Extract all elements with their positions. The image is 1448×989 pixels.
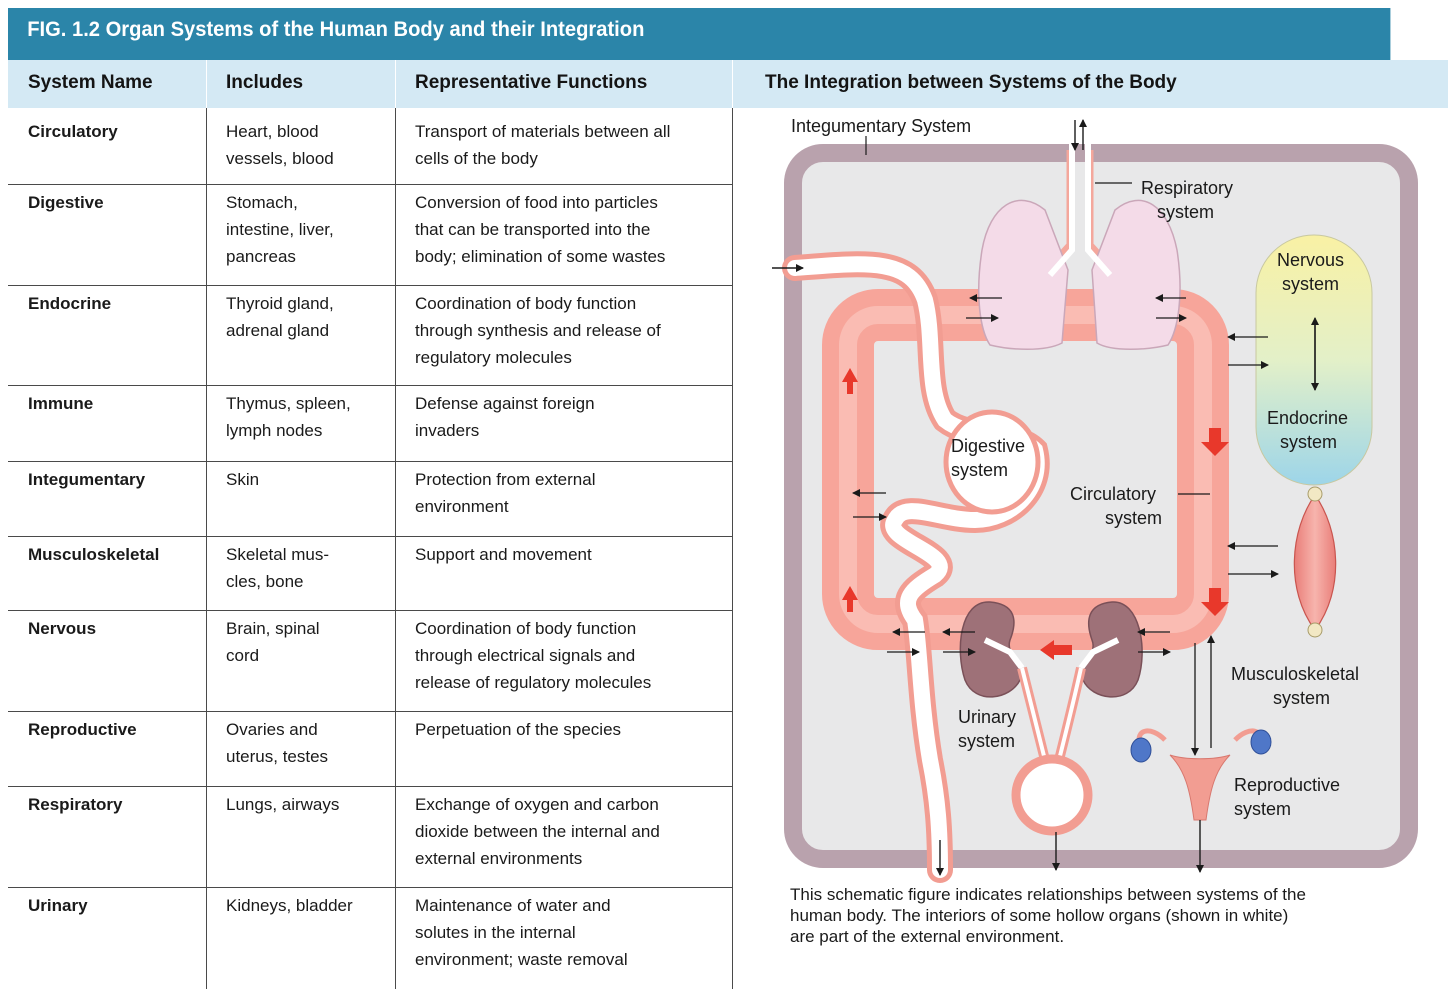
label-urinary-1: Urinary [958, 707, 1016, 727]
label-urinary-2: system [958, 731, 1015, 751]
label-respiratory-2: system [1157, 202, 1214, 222]
label-digestive-2: system [951, 460, 1008, 480]
diagram-caption: This schematic figure indicates relation… [790, 884, 1310, 947]
label-nervous-1: Nervous [1277, 250, 1344, 270]
label-reproductive-1: Reproductive [1234, 775, 1340, 795]
label-musculoskeletal-1: Musculoskeletal [1231, 664, 1359, 684]
label-reproductive-2: system [1234, 799, 1291, 819]
label-integumentary: Integumentary System [791, 116, 971, 136]
label-endocrine-2: system [1280, 432, 1337, 452]
label-musculoskeletal-2: system [1273, 688, 1330, 708]
ovary [1251, 730, 1271, 754]
bladder [1016, 759, 1088, 831]
label-digestive-1: Digestive [951, 436, 1025, 456]
ovary [1131, 738, 1151, 762]
label-nervous-2: system [1282, 274, 1339, 294]
label-circulatory-1: Circulatory [1070, 484, 1156, 504]
label-circulatory-2: system [1105, 508, 1162, 528]
label-respiratory-1: Respiratory [1141, 178, 1233, 198]
label-endocrine-1: Endocrine [1267, 408, 1348, 428]
